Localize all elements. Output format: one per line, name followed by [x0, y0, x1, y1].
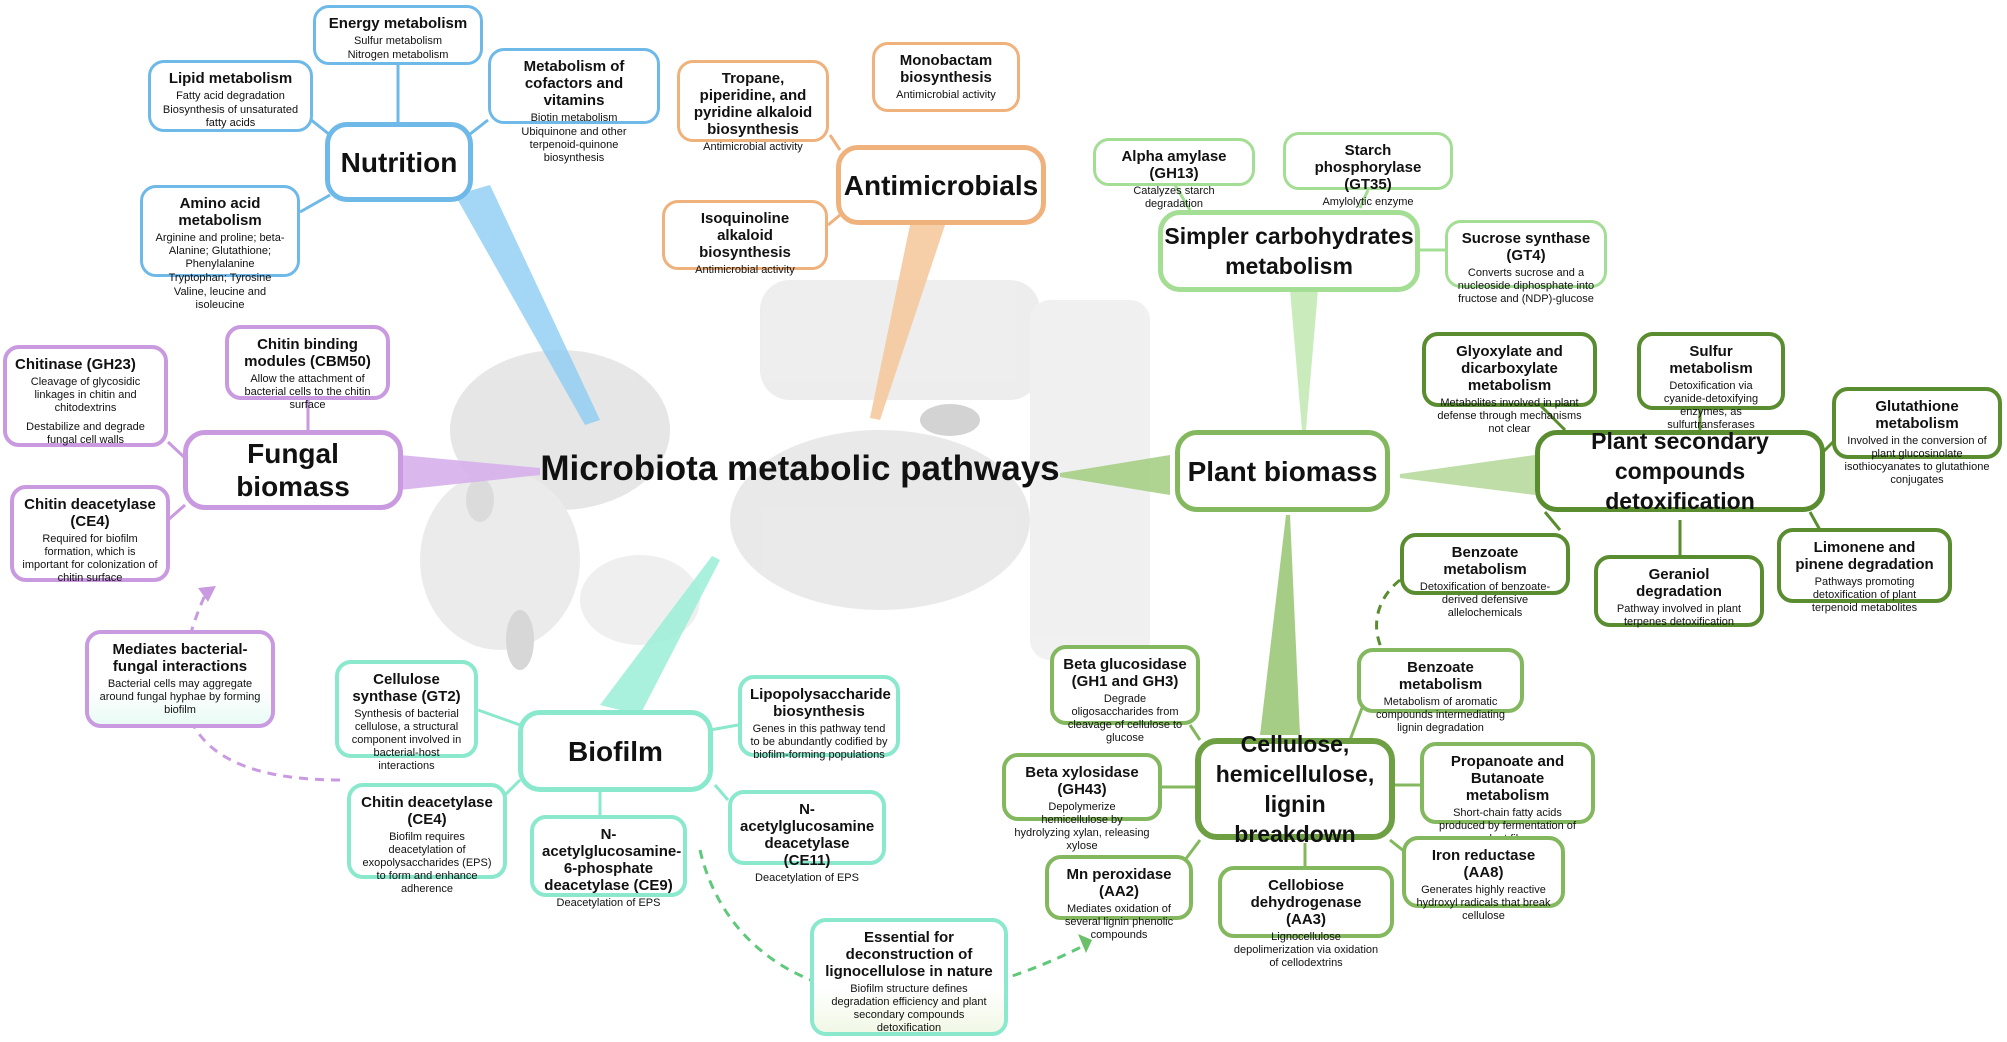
sucrose-synthase-box[interactable]: Sucrose synthase (GT4) Converts sucrose … — [1445, 220, 1607, 305]
hub-plant-biomass[interactable]: Plant biomass — [1175, 430, 1390, 512]
lipopolysaccharide-box[interactable]: Lipopolysaccharide biosynthesis Genes in… — [738, 675, 900, 761]
alpha-amylase-box[interactable]: Alpha amylase (GH13) Catalyzes starch de… — [1093, 138, 1255, 210]
hub-simpler-carbohydrates[interactable]: Simpler carbohydrates metabolism — [1158, 210, 1420, 292]
mn-peroxidase-box[interactable]: Mn peroxidase (AA2) Mediates oxidation o… — [1045, 855, 1193, 941]
simpler-wedge — [1290, 290, 1318, 430]
biofilm-wedge — [600, 556, 720, 715]
lipid-metabolism-box[interactable]: Lipid metabolism Fatty acid degradation … — [148, 60, 313, 132]
fungal-wedge — [400, 455, 540, 490]
cellulose-synthase-box[interactable]: Cellulose synthase (GT2) Synthesis of ba… — [335, 660, 478, 772]
cellulose-wedge — [1260, 515, 1300, 735]
iron-reductase-box[interactable]: Iron reductase (AA8) Generates highly re… — [1402, 836, 1565, 922]
chitinase-box[interactable]: Chitinase (GH23) Cleavage of glycosidic … — [3, 345, 168, 447]
glyoxylate-box[interactable]: Glyoxylate and dicarboxylate metabolism … — [1422, 332, 1597, 435]
cellobiose-dehydrogenase-box[interactable]: Cellobiose dehydrogenase (AA3) Lignocell… — [1218, 866, 1394, 969]
mediates-interactions-box[interactable]: Mediates bacterial-fungal interactions B… — [85, 630, 275, 728]
fungal-biofilm-dashed-arrow — [181, 594, 341, 782]
hub-antimicrobials[interactable]: Antimicrobials — [836, 145, 1046, 225]
center-title: Microbiota metabolic pathways — [540, 449, 1060, 488]
propanoate-butanoate-box[interactable]: Propanoate and Butanoate metabolism Shor… — [1420, 742, 1595, 845]
antimicrobials-wedge — [870, 225, 945, 420]
beta-xylosidase-box[interactable]: Beta xylosidase (GH43) Depolymerize hemi… — [1002, 753, 1162, 852]
sulfur-metabolism-box[interactable]: Sulfur metabolism Detoxification via cya… — [1637, 332, 1785, 431]
essential-deconstruction-box[interactable]: Essential for deconstruction of lignocel… — [810, 918, 1008, 1036]
benzoate-dashed-link — [1375, 578, 1401, 656]
hub-nutrition[interactable]: Nutrition — [325, 122, 473, 202]
limonene-pinene-box[interactable]: Limonene and pinene degradation Pathways… — [1777, 528, 1952, 614]
essential-arrowhead — [1078, 934, 1092, 953]
benzoate-aromatic-box[interactable]: Benzoate metabolism Metabolism of aromat… — [1357, 648, 1524, 734]
tropane-alkaloid-box[interactable]: Tropane, piperidine, and pyridine alkalo… — [677, 60, 829, 153]
hub-plant-secondary-compounds[interactable]: Plant secondary compounds detoxification — [1535, 428, 1825, 514]
geraniol-degradation-box[interactable]: Geraniol degradation Pathway involved in… — [1594, 555, 1764, 628]
hub-spokes — [400, 185, 1535, 735]
secondary-wedge — [1400, 455, 1535, 495]
hub-biofilm[interactable]: Biofilm — [518, 710, 713, 792]
nag6p-deacetylase-box[interactable]: N-acetylglucosamine-6-phosphate deacetyl… — [530, 815, 687, 909]
hub-cellulose-breakdown[interactable]: Cellulose, hemicellulose, lignin breakdo… — [1195, 731, 1395, 847]
chitin-deacetylase-fungal-box[interactable]: Chitin deacetylase (CE4) Required for bi… — [10, 485, 170, 584]
energy-metabolism-box[interactable]: Energy metabolism Sulfur metabolism Nitr… — [313, 5, 483, 65]
nag-deacetylase-box[interactable]: N-acetylglucosamine deacetylase (CE11) D… — [728, 790, 886, 884]
glutathione-metabolism-box[interactable]: Glutathione metabolism Involved in the c… — [1832, 387, 2002, 486]
monobactam-box[interactable]: Monobactam biosynthesis Antimicrobial ac… — [872, 42, 1020, 112]
beta-glucosidase-box[interactable]: Beta glucosidase (GH1 and GH3) Degrade o… — [1050, 645, 1200, 744]
nutrition-wedge — [455, 185, 600, 425]
isoquinoline-alkaloid-box[interactable]: Isoquinoline alkaloid biosynthesis Antim… — [662, 200, 828, 276]
amino-acid-metabolism-box[interactable]: Amino acid metabolism Arginine and proli… — [140, 185, 300, 311]
chitin-deacetylase-biofilm-box[interactable]: Chitin deacetylase (CE4) Biofilm require… — [347, 783, 507, 895]
cofactors-vitamins-box[interactable]: Metabolism of cofactors and vitamins Bio… — [488, 48, 660, 164]
fungal-arrowhead — [198, 586, 216, 602]
chitin-binding-modules-box[interactable]: Chitin binding modules (CBM50) Allow the… — [225, 325, 390, 411]
starch-phosphorylase-box[interactable]: Starch phosphorylase (GT35) Amylolytic e… — [1283, 132, 1453, 208]
benzoate-detox-box[interactable]: Benzoate metabolism Detoxification of be… — [1400, 533, 1570, 619]
plant-wedge — [1060, 455, 1170, 495]
hub-fungal-biomass[interactable]: Fungal biomass — [183, 430, 403, 510]
